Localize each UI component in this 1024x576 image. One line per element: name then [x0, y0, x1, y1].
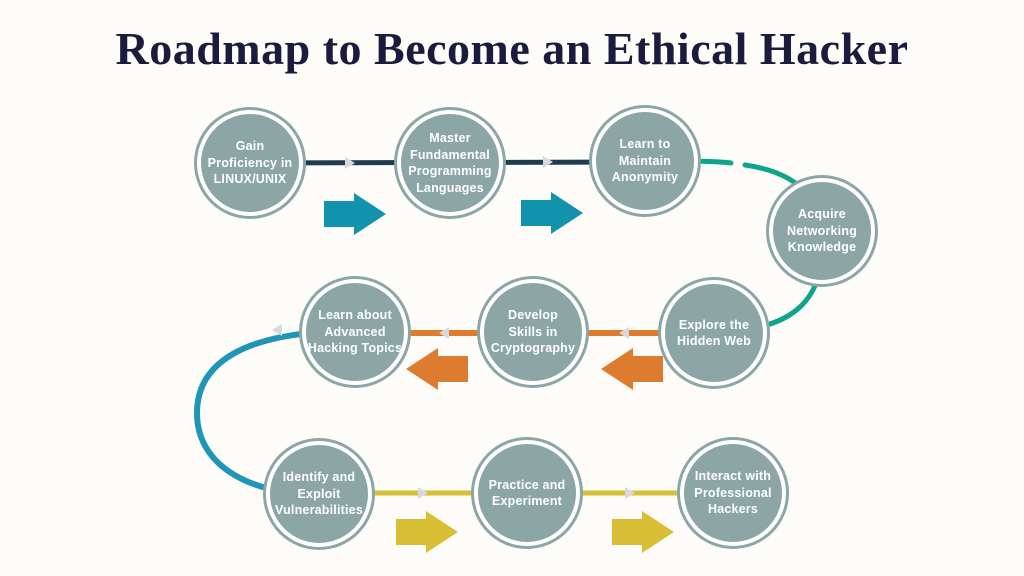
node-interact-professional-hackers: Interact with Professional Hackers	[680, 440, 786, 546]
arrow-right-icon	[612, 511, 674, 553]
chevron-marker-icon	[625, 487, 635, 499]
node-label: Identify and Exploit Vulnerabilities	[275, 470, 363, 518]
chevron-marker-icon	[418, 487, 428, 499]
node-label: Develop Skills in Cryptography	[490, 308, 576, 356]
arrow-right-icon	[396, 511, 458, 553]
node-networking-knowledge: Acquire Networking Knowledge	[769, 178, 875, 284]
chevron-marker-icon	[619, 327, 629, 339]
node-cryptography-skills: Develop Skills in Cryptography	[480, 279, 586, 385]
node-label: Learn about Advanced Hacking Topics	[307, 308, 403, 356]
chevron-marker-icon	[272, 324, 282, 336]
node-label: Master Fundamental Programming Languages	[408, 131, 492, 195]
connector-blue-curve	[193, 328, 358, 497]
arrow-left-icon	[406, 348, 468, 390]
chevron-marker-icon	[543, 156, 553, 168]
node-master-programming-languages: Master Fundamental Programming Languages	[397, 110, 503, 216]
page-title: Roadmap to Become an Ethical Hacker	[115, 23, 909, 74]
node-explore-hidden-web: Explore the Hidden Web	[661, 280, 767, 386]
arrow-left-icon	[601, 348, 663, 390]
arrow-right-icon	[521, 192, 583, 234]
node-gain-proficiency-linux: Gain Proficiency in LINUX/UNIX	[197, 110, 303, 216]
chevron-marker-icon	[439, 327, 449, 339]
arrow-right-icon	[324, 193, 386, 235]
node-label: Learn to Maintain Anonymity	[611, 137, 679, 185]
node-label: Explore the Hidden Web	[677, 317, 751, 349]
node-maintain-anonymity: Learn to Maintain Anonymity	[592, 108, 698, 214]
node-practice-experiment: Practice and Experiment	[474, 440, 580, 546]
node-label: Interact with Professional Hackers	[694, 469, 772, 517]
node-label: Gain Proficiency in LINUX/UNIX	[207, 139, 293, 187]
node-label: Acquire Networking Knowledge	[786, 207, 858, 255]
node-advanced-hacking-topics: Learn about Advanced Hacking Topics	[302, 279, 408, 385]
node-label: Practice and Experiment	[488, 477, 566, 509]
chevron-marker-icon	[345, 157, 355, 169]
node-exploit-vulnerabilities: Identify and Exploit Vulnerabilities	[266, 441, 372, 547]
